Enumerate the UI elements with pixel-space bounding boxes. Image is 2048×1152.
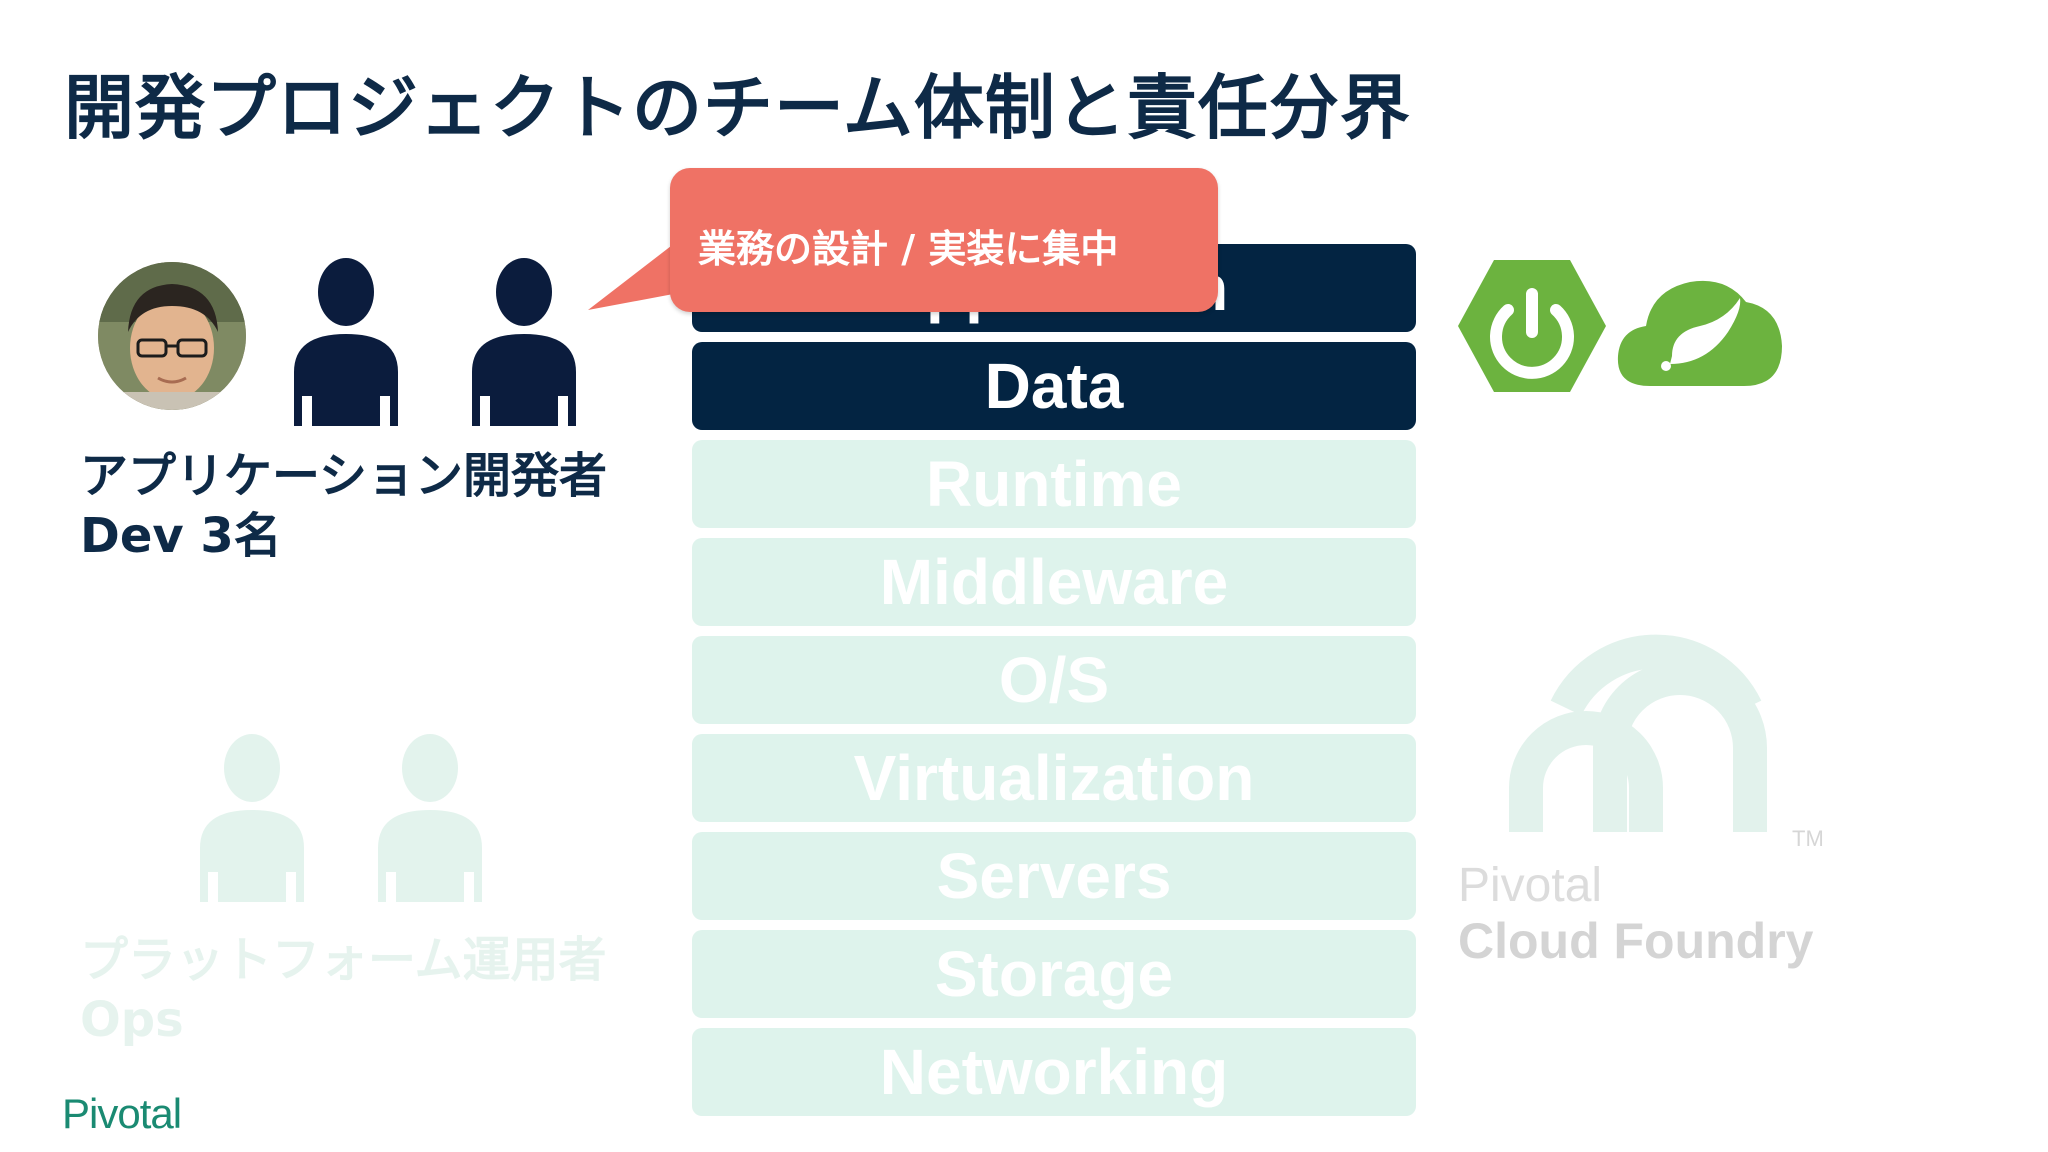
cf-pivotal-text: Pivotal [1458,859,1603,912]
person-icon [472,258,576,426]
spring-boot-icon [1458,260,1606,392]
dev-role-text: アプリケーション開発者 [80,448,608,504]
spring-leaf-icon [1617,280,1782,386]
page-title: 開発プロジェクトのチーム体制と責任分界 [64,67,1411,149]
stack-layer-servers: Servers [692,832,1416,920]
developer-photo [98,262,246,410]
person-icon [200,734,304,902]
cloud-foundry-logo [1509,634,1767,832]
callout-text: 業務の設計 / 実装に集中 [698,227,1119,271]
stack-layer-runtime: Runtime [692,440,1416,528]
cf-name-text: Cloud Foundry [1458,913,1814,969]
cf-trademark: TM [1792,826,1824,851]
ops-group-label: プラットフォーム運用者 Ops [80,930,607,1050]
callout-tail [588,236,684,310]
stack-layer-data: Data [692,342,1416,430]
stack-layer-middleware: Middleware [692,538,1416,626]
stack-layer-os: O/S [692,636,1416,724]
person-icon [294,258,398,426]
stack-layer-virtualization: Virtualization [692,734,1416,822]
responsibility-stack: Application Data Runtime Middleware O/S … [692,244,1416,1126]
dev-count-text: Dev 3名 [80,508,282,564]
stack-layer-networking: Networking [692,1028,1416,1116]
dev-group-label: アプリケーション開発者 Dev 3名 [80,446,607,566]
pivotal-brand-logo: Pivotal [62,1090,182,1137]
person-icon [378,734,482,902]
ops-role-text: プラットフォーム運用者 [80,932,607,988]
ops-abbrev-text: Ops [80,992,184,1048]
callout-bubble: 業務の設計 / 実装に集中 [670,168,1218,312]
stack-layer-storage: Storage [692,930,1416,1018]
